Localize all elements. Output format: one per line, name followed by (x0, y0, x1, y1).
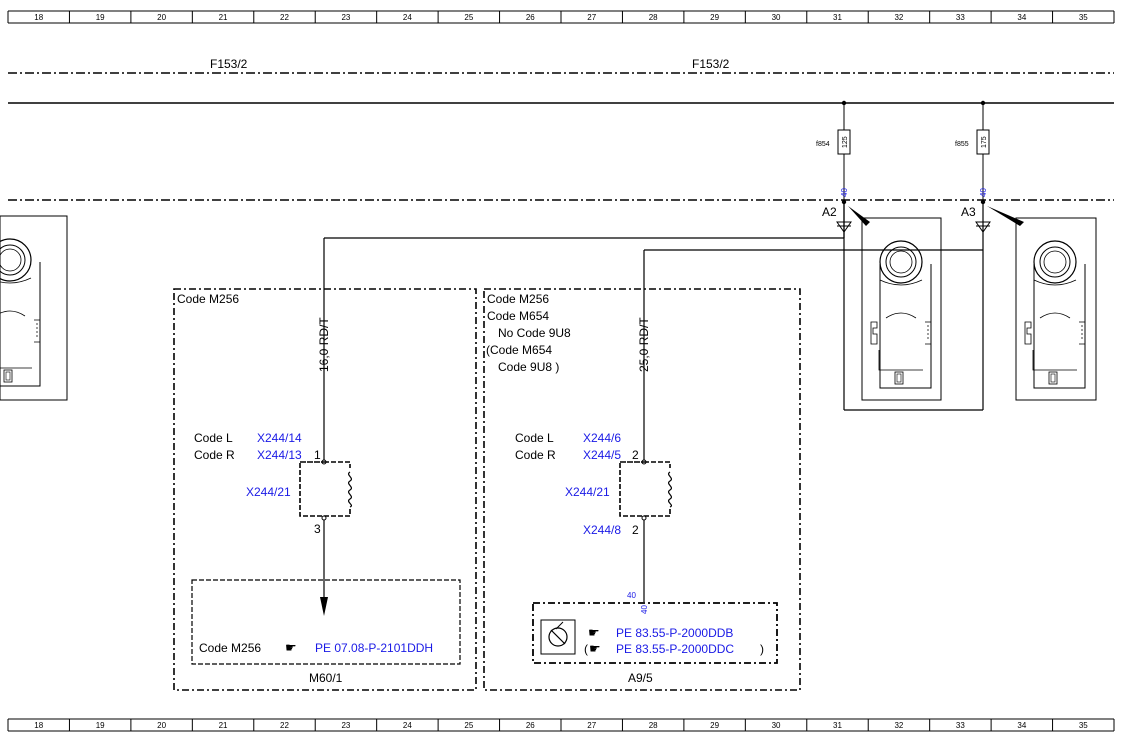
grid-column-number: 21 (219, 721, 228, 730)
grid-column-number: 31 (833, 13, 842, 22)
wire-label: 16,0 RD/T (317, 317, 331, 372)
grid-column-number: 18 (34, 721, 43, 730)
reference-link[interactable]: PE 83.55-P-2000DDC (616, 642, 734, 656)
pointing-hand-icon[interactable]: ☛ (285, 640, 297, 655)
grid-column-number: 33 (956, 13, 965, 22)
fuse-name: f855 (955, 141, 969, 148)
code-r-label: Code R (194, 448, 235, 462)
code-m256-box: Code M256 16,0 RD/T Code L X244/14 Code … (173, 288, 477, 691)
grid-column-number: 26 (526, 721, 535, 730)
splice-x244-21: X244/21 (565, 485, 610, 499)
box-title-line: No Code 9U8 (498, 326, 571, 340)
grid-column-number: 27 (587, 721, 596, 730)
grid-column-number: 32 (894, 721, 903, 730)
grid-column-number: 22 (280, 721, 289, 730)
connector-x244-8: X244/8 (583, 523, 621, 537)
grid-column-number: 21 (219, 13, 228, 22)
battery-terminal-clip-icon (0, 215, 68, 401)
bottom-grid-ruler: 18 19 20 21 22 23 24 25 26 27 28 29 30 31 32 33 34 35 (7, 718, 1115, 732)
grid-column-number: 28 (649, 13, 658, 22)
grid-column-number: 32 (894, 13, 903, 22)
fuse-pin: 40 (840, 188, 849, 197)
reference-link[interactable]: PE 07.08-P-2101DDH (315, 641, 433, 655)
top-grid-ruler: 18 19 20 21 22 23 24 25 26 27 28 29 30 31 32 33 34 35 (7, 10, 1115, 24)
pin-label: 40 (627, 591, 636, 600)
grid-column-number: 35 (1079, 13, 1088, 22)
grid-column-number: 19 (96, 721, 105, 730)
wire-label: 25,0 RD/T (637, 317, 651, 372)
terminal-label: A2 (822, 205, 837, 219)
grid-column-number: 33 (956, 721, 965, 730)
grid-column-number: 24 (403, 721, 412, 730)
ref-close-paren: ) (760, 642, 764, 656)
bus-label-left: F153/2 (210, 57, 248, 71)
connector-x244-6: X244/6 (583, 431, 621, 445)
component-label: A9/5 (628, 671, 653, 685)
compressor-symbol-icon (540, 619, 576, 655)
pin-number: 2 (632, 523, 639, 537)
terminal-label: A3 (961, 205, 976, 219)
grid-column-number: 20 (157, 721, 166, 730)
grid-column-number: 22 (280, 13, 289, 22)
wire-a3 (643, 202, 991, 462)
box-title-line: Code M654 (487, 309, 549, 323)
pointing-hand-icon[interactable]: ☛ (589, 641, 601, 656)
connector-x244-14: X244/14 (257, 431, 302, 445)
grid-column-number: 30 (772, 13, 781, 22)
pin-number: 1 (314, 448, 321, 462)
grid-column-number: 35 (1079, 721, 1088, 730)
grid-column-number: 23 (341, 13, 350, 22)
grid-column-number: 30 (772, 721, 781, 730)
connector-x244-13: X244/13 (257, 448, 302, 462)
code-l-label: Code L (515, 431, 554, 445)
code-m654-box: Code M256 Code M654 No Code 9U8 (Code M6… (483, 288, 801, 691)
grid-column-number: 23 (341, 721, 350, 730)
grid-column-number: 34 (1017, 721, 1026, 730)
grid-column-number: 27 (587, 13, 596, 22)
battery-terminal-clip-icon (987, 206, 1097, 401)
fuse-f854: 125 f854 40 A2 (816, 100, 851, 219)
code-l-label: Code L (194, 431, 233, 445)
grid-column-number: 34 (1017, 13, 1026, 22)
grid-column-number: 24 (403, 13, 412, 22)
box-title: Code M256 (177, 292, 239, 306)
grid-column-number: 18 (34, 13, 43, 22)
pin-label-vertical: 40 (640, 605, 649, 614)
grid-column-number: 29 (710, 13, 719, 22)
fuse-pin: 40 (979, 188, 988, 197)
battery-terminal-clip-icon (848, 206, 942, 401)
box-title-line: Code 9U8 ) (498, 360, 559, 374)
pin-number: 3 (314, 522, 321, 536)
wire-a2 (323, 202, 983, 462)
grid-column-number: 19 (96, 13, 105, 22)
pointing-hand-icon[interactable]: ☛ (588, 625, 600, 640)
box-title-line: Code M256 (487, 292, 549, 306)
component-label: M60/1 (309, 671, 343, 685)
box-title-line: (Code M654 (486, 343, 552, 357)
grid-column-number: 31 (833, 721, 842, 730)
grid-column-number: 20 (157, 13, 166, 22)
fuse-rating: 125 (842, 136, 849, 148)
fuse-f855: 175 f855 40 A3 (955, 100, 990, 219)
pin-number: 2 (632, 448, 639, 462)
grid-column-number: 26 (526, 13, 535, 22)
component-code: Code M256 (199, 641, 261, 655)
fuse-name: f854 (816, 141, 830, 148)
grid-column-number: 29 (710, 721, 719, 730)
connector-x244-5: X244/5 (583, 448, 621, 462)
reference-link[interactable]: PE 83.55-P-2000DDB (616, 626, 733, 640)
grid-column-number: 25 (464, 721, 473, 730)
grid-column-number: 28 (649, 721, 658, 730)
grid-column-number: 25 (464, 13, 473, 22)
ref-open-paren: ( (584, 642, 588, 656)
bus-label-right: F153/2 (692, 57, 730, 71)
splice-x244-21: X244/21 (246, 485, 291, 499)
code-r-label: Code R (515, 448, 556, 462)
fuse-rating: 175 (981, 136, 988, 148)
